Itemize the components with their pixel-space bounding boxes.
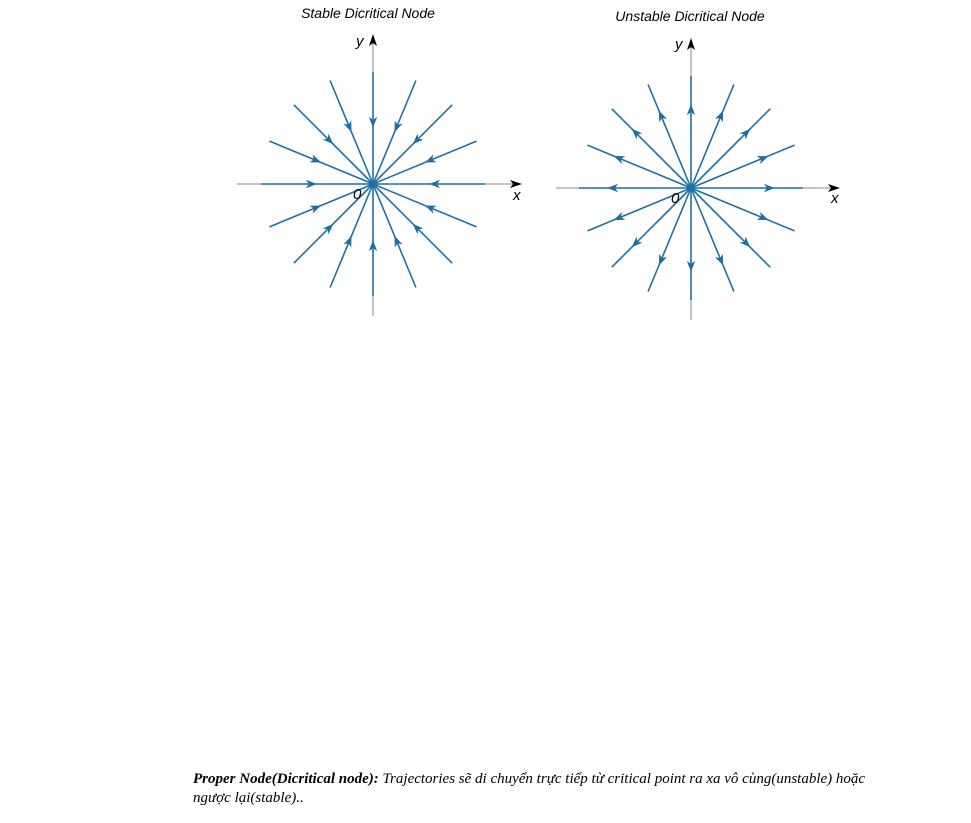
stable-y-axis-label: y <box>355 33 365 50</box>
stable-trajectory-arrow <box>412 133 424 145</box>
unstable-trajectory-line <box>611 108 692 189</box>
unstable-trajectory-line <box>647 84 692 189</box>
unstable-phase-portrait: y x 0 <box>556 36 840 320</box>
unstable-trajectory-arrow <box>756 155 769 164</box>
unstable-y-axis-arrowhead <box>687 38 695 50</box>
unstable-trajectory-line <box>690 187 795 232</box>
stable-trajectory-line <box>372 183 453 264</box>
unstable-trajectory-arrow <box>631 128 643 140</box>
unstable-trajectory-line <box>587 144 692 189</box>
unstable-trajectory-arrow <box>631 236 643 248</box>
stable-x-axis-arrowhead <box>510 180 522 188</box>
unstable-axes <box>556 38 840 320</box>
unstable-origin-label: 0 <box>671 190 680 207</box>
stable-trajectory-line <box>372 80 417 185</box>
unstable-diagram-title: Unstable Dicritical Node <box>615 8 765 24</box>
stable-trajectory-arrow <box>412 223 424 235</box>
stable-trajectory-arrow <box>424 205 437 214</box>
stable-trajectory-arrow <box>368 116 378 128</box>
stable-diagram-title: Stable Dicritical Node <box>301 5 435 21</box>
unstable-trajectory-arrow <box>763 183 775 193</box>
caption: Proper Node(Dicritical node): Trajectori… <box>193 770 893 808</box>
stable-trajectory-arrow <box>394 120 403 133</box>
unstable-trajectory-line <box>690 187 771 268</box>
stable-y-axis-arrowhead <box>369 34 377 46</box>
stable-trajectory-arrow <box>322 133 334 145</box>
unstable-x-axis-arrowhead <box>828 184 840 192</box>
unstable-trajectory-arrow <box>613 155 626 164</box>
unstable-trajectory-arrow <box>613 212 626 221</box>
unstable-trajectories <box>579 76 803 300</box>
stable-trajectory-line <box>372 183 477 228</box>
stable-trajectory-line <box>329 80 374 185</box>
unstable-trajectory-line <box>690 84 735 189</box>
unstable-trajectory-arrow <box>607 183 619 193</box>
unstable-trajectory-arrow <box>686 260 696 272</box>
caption-text: Trajectories sẽ di chuyển trực tiếp từ c… <box>193 771 866 806</box>
stable-trajectory-arrow <box>368 240 378 252</box>
unstable-trajectory-arrow <box>686 104 696 116</box>
unstable-trajectory-line <box>611 187 692 268</box>
unstable-y-axis-label: y <box>674 36 684 53</box>
stable-trajectory-line <box>372 140 477 185</box>
stable-trajectory-arrow <box>343 235 352 248</box>
unstable-trajectory-arrow <box>658 253 667 266</box>
stable-trajectory-arrow <box>309 154 322 163</box>
unstable-trajectory-line <box>587 187 692 232</box>
stable-trajectory-arrow <box>322 223 334 235</box>
stable-trajectory-line <box>293 104 374 185</box>
stable-trajectory-line <box>329 183 374 288</box>
stable-trajectory-line <box>269 183 374 228</box>
stable-trajectories <box>261 72 485 296</box>
unstable-trajectory-line <box>690 144 795 189</box>
stable-trajectory-arrow <box>309 205 322 214</box>
stable-trajectory-arrow <box>305 179 317 189</box>
stable-trajectory-arrow <box>429 179 441 189</box>
unstable-trajectory-arrow <box>715 253 724 266</box>
stable-trajectory-arrow <box>343 120 352 133</box>
stable-origin-label: 0 <box>353 186 362 203</box>
unstable-trajectory-arrow <box>715 110 724 123</box>
unstable-trajectory-line <box>690 187 735 292</box>
stable-trajectory-line <box>372 183 417 288</box>
unstable-trajectory-line <box>690 108 771 189</box>
stable-trajectory-line <box>269 140 374 185</box>
stable-trajectory-arrow <box>424 154 437 163</box>
stable-phase-portrait: y x 0 <box>237 33 522 316</box>
unstable-trajectory-arrow <box>658 110 667 123</box>
caption-term: Proper Node(Dicritical node): <box>193 771 379 787</box>
unstable-trajectory-arrow <box>739 128 751 140</box>
stable-trajectory-arrow <box>394 235 403 248</box>
unstable-x-axis-label: x <box>830 190 839 207</box>
stable-trajectory-line <box>372 104 453 185</box>
stable-trajectory-line <box>293 183 374 264</box>
unstable-trajectory-arrow <box>756 212 769 221</box>
stable-x-axis-label: x <box>512 187 521 204</box>
unstable-trajectory-arrow <box>739 236 751 248</box>
stable-axes <box>237 34 522 316</box>
unstable-trajectory-line <box>647 187 692 292</box>
